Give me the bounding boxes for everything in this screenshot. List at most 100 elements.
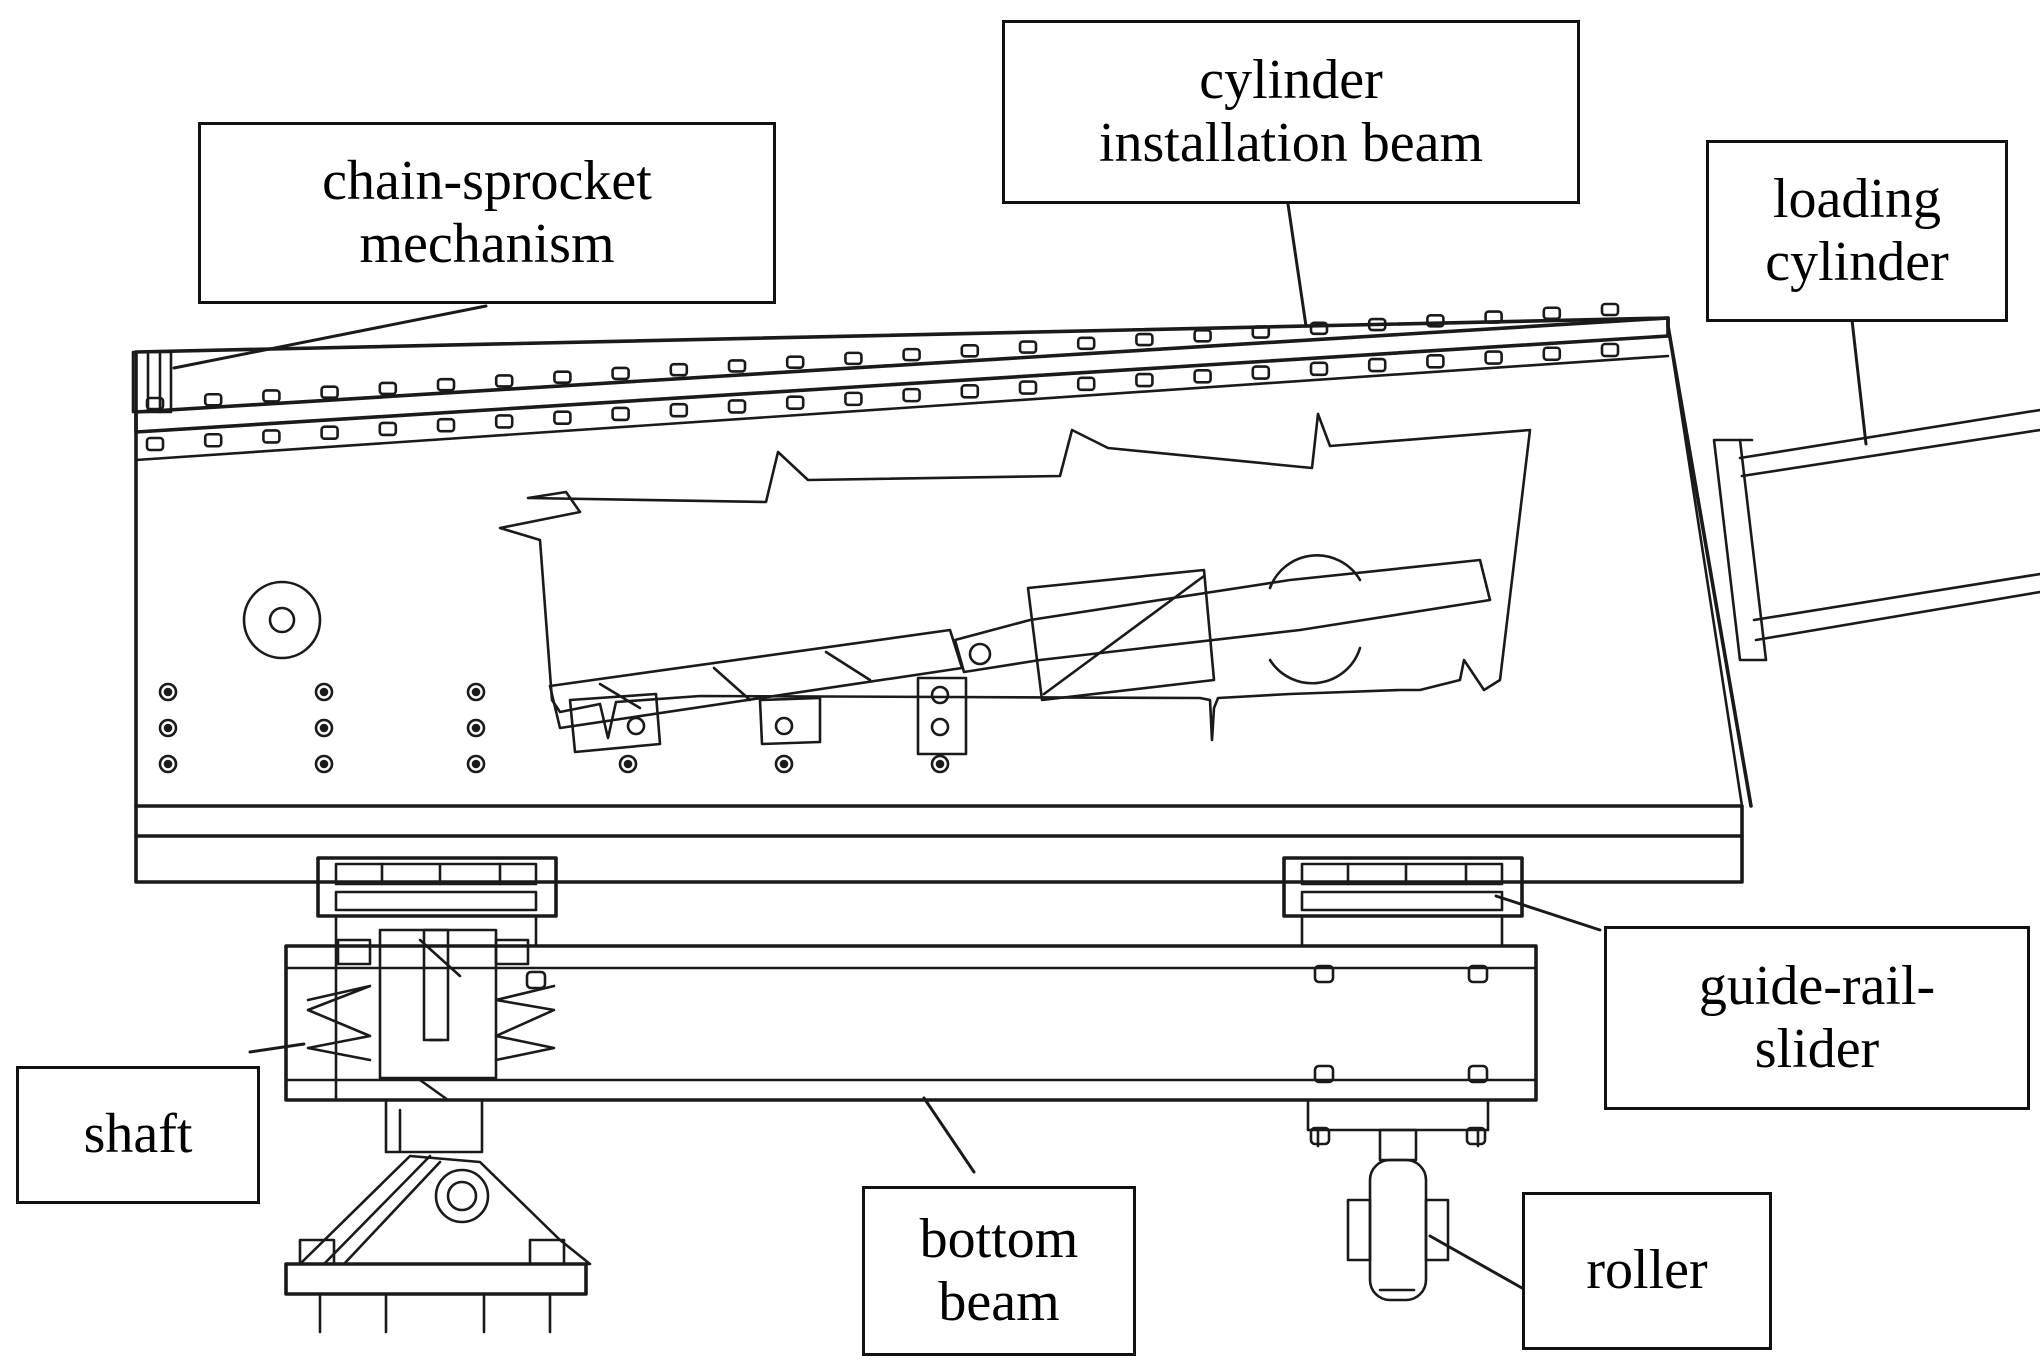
frame-bolt [466, 718, 486, 738]
top-bolt-head [1018, 340, 1038, 354]
breakaway-section [498, 412, 1532, 742]
internal-linkage [548, 554, 1492, 756]
frame-bolt-core [163, 687, 173, 697]
label-cylinder-installation-beam: cylinder installation beam [1002, 20, 1580, 204]
label-bottom-beam: bottom beam [862, 1186, 1136, 1356]
frame-bolt-core [163, 723, 173, 733]
top-bolt-head [1309, 321, 1329, 336]
label-roller: roller [1522, 1192, 1772, 1350]
top-bolt-nut [1426, 353, 1445, 369]
frame-bolt-core [319, 759, 329, 769]
main-frame [134, 316, 1753, 884]
top-bolt-nut [1542, 346, 1562, 362]
top-bolt-head [669, 362, 689, 377]
label-text: loading cylinder [1765, 167, 1949, 293]
top-bolt-head [1076, 336, 1096, 351]
top-bolt-head [611, 366, 630, 381]
frame-bolt [314, 718, 334, 738]
label-chain-sprocket-mechanism: chain-sprocket mechanism [198, 122, 776, 304]
top-bolt-nut [960, 384, 980, 399]
top-bolt-nut [494, 414, 514, 429]
top-bolt-head [203, 392, 223, 407]
guide-rail-slider-right [1282, 856, 1524, 948]
beam-bolt [1467, 964, 1489, 984]
top-bolt-nut [785, 395, 805, 410]
frame-bolt-core [319, 687, 329, 697]
frame-bolt [314, 754, 334, 774]
top-bolt-head [378, 381, 398, 396]
label-guide-rail-slider: guide-rail- slider [1604, 926, 2030, 1110]
top-bolt-nut [902, 387, 921, 403]
guide-rail-slider-left [316, 856, 558, 948]
label-loading-cylinder: loading cylinder [1706, 140, 2008, 322]
top-bolt-nut [1251, 365, 1271, 380]
frame-bolt-core [779, 759, 789, 769]
beam-bolt [1465, 1126, 1487, 1146]
top-bolt-nut [669, 402, 689, 418]
frame-bolt [314, 682, 334, 702]
beam-bolt [525, 970, 547, 990]
beam-bolts [525, 964, 1489, 1146]
top-bolt-head [436, 377, 456, 392]
top-bolt-nut [203, 432, 223, 448]
label-text: guide-rail- slider [1698, 954, 1936, 1080]
frame-bolts [158, 682, 950, 774]
roller-assembly [1306, 1098, 1490, 1302]
frame-bolt-core [471, 723, 481, 733]
top-bolt-nut [553, 410, 572, 425]
top-bolt-head [960, 344, 980, 358]
top-bolt-nut [262, 429, 281, 444]
label-text: roller [1586, 1239, 1708, 1302]
top-bolt-head [844, 351, 863, 366]
top-bolt-head [1193, 329, 1212, 343]
frame-bolt-core [319, 723, 329, 733]
frame-bolt [158, 754, 178, 774]
loading-cylinder [1712, 408, 2040, 662]
top-bolt-nut [727, 399, 747, 414]
top-bolt-head [1251, 325, 1271, 339]
frame-bolt-core [163, 759, 173, 769]
top-bolt-nut [145, 436, 165, 452]
top-bolt-nut [1484, 350, 1503, 365]
top-bolt-head [1542, 306, 1562, 321]
top-bolt-nut [320, 425, 339, 441]
top-bolt-head [320, 385, 339, 400]
shaft-assembly [306, 928, 556, 1102]
top-bolt-nut [1018, 380, 1038, 395]
beam-bolt [1467, 1064, 1489, 1084]
label-shaft: shaft [16, 1066, 260, 1204]
leader-lines [172, 202, 1868, 1290]
top-bolt-head [553, 370, 572, 384]
top-bolt-head [1367, 317, 1387, 332]
top-bolt-head [785, 355, 805, 369]
top-bolt-nut [1135, 372, 1154, 388]
top-bolt-head [727, 359, 747, 373]
top-bolt-head [1600, 302, 1620, 317]
top-bolt-head [1484, 310, 1503, 324]
frame-bolt-core [471, 687, 481, 697]
top-bolt-nut [1193, 369, 1212, 384]
beam-bolt [1309, 1126, 1331, 1146]
top-bolt-head [262, 389, 281, 403]
label-text: chain-sprocket mechanism [322, 149, 652, 275]
frame-bolt [158, 682, 178, 702]
top-bolt-nut [1600, 342, 1620, 358]
frame-bolt-core [935, 759, 945, 769]
top-bolt-nut [1309, 361, 1329, 377]
label-text: cylinder installation beam [1098, 48, 1484, 174]
top-bolt-nut [611, 406, 630, 422]
pedestal [284, 1098, 592, 1334]
frame-bolt [466, 754, 486, 774]
frame-bolt-core [471, 759, 481, 769]
top-bolt-head [1135, 332, 1154, 347]
frame-bolt [466, 682, 486, 702]
frame-bolt [618, 754, 638, 774]
chain-sprocket-part [131, 350, 173, 414]
beam-bolt [1313, 1064, 1335, 1084]
top-bolt-nut [436, 417, 456, 433]
top-bolt-nut [844, 391, 863, 407]
top-bolt-nut [1367, 357, 1387, 373]
label-text: bottom beam [919, 1207, 1079, 1333]
cylinder-installation-beam [134, 302, 1670, 462]
